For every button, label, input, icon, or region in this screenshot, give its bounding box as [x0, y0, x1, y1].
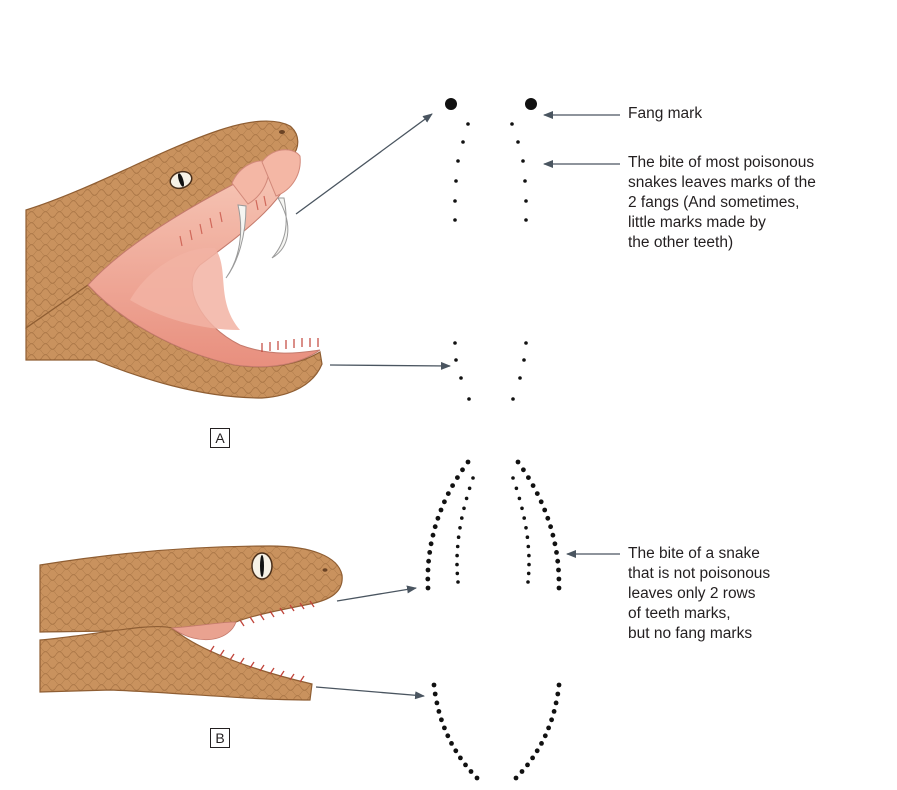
fang-mark-label: Fang mark — [628, 105, 703, 122]
upper-outer-teeth-mark — [427, 550, 433, 555]
upper-outer-teeth-mark — [545, 515, 551, 521]
upper-outer-teeth-mark — [526, 475, 531, 480]
panel-label-b: B — [210, 728, 230, 748]
fang-mark-right — [525, 98, 537, 110]
lower-teeth-mark — [534, 748, 540, 754]
lower-teeth-mark — [445, 733, 451, 739]
upper-inner-teeth-mark — [527, 562, 531, 567]
arrow-fang-to-mark — [295, 113, 433, 215]
lower-teeth-mark — [530, 755, 535, 761]
upper-outer-teeth-mark — [425, 585, 431, 591]
upper-outer-teeth-mark — [530, 483, 536, 488]
upper-outer-teeth-mark — [515, 459, 521, 465]
upper-inner-teeth-mark — [456, 580, 460, 584]
arrow-lower-jaw-b — [315, 686, 425, 700]
fang-mark-left — [445, 98, 457, 110]
upper-outer-teeth-mark — [521, 467, 526, 473]
upper-inner-teeth-mark — [464, 496, 469, 501]
upper-outer-teeth-mark — [556, 567, 561, 573]
upper-outer-teeth-mark — [554, 550, 559, 555]
upper-outer-teeth-mark — [426, 558, 431, 564]
upper-outer-teeth-mark — [534, 491, 540, 496]
upper-inner-teeth-mark — [467, 486, 472, 491]
lower-teeth-mark — [551, 709, 557, 714]
lower-teeth-mark — [556, 682, 562, 688]
upper-inner-teeth-mark — [526, 571, 531, 576]
lower-teeth-mark — [439, 717, 444, 723]
lower-teeth-mark — [555, 691, 561, 697]
upper-outer-teeth-mark — [460, 467, 465, 473]
upper-inner-teeth-mark — [456, 535, 461, 539]
upper-inner-teeth-mark — [471, 476, 475, 480]
lower-teeth-mark — [432, 691, 438, 697]
upper-outer-teeth-mark — [432, 524, 438, 530]
lower-teeth-mark — [434, 700, 440, 706]
lower-teeth-mark — [553, 700, 559, 706]
upper-outer-teeth-mark — [455, 475, 460, 480]
upper-inner-teeth-mark — [455, 553, 459, 558]
lower-teeth-mark — [431, 682, 437, 688]
lower-teeth-mark — [546, 725, 551, 731]
lower-teeth-mark — [542, 733, 548, 739]
upper-outer-teeth-mark — [542, 507, 548, 513]
lower-teeth-mark — [449, 741, 454, 746]
upper-outer-teeth-mark — [550, 532, 556, 538]
upper-outer-teeth-mark — [548, 524, 553, 530]
upper-inner-teeth-mark — [458, 526, 462, 530]
upper-inner-teeth-mark — [520, 506, 524, 511]
upper-inner-teeth-mark — [460, 516, 464, 520]
upper-inner-teeth-mark — [526, 544, 531, 549]
lower-teeth-mark — [463, 762, 468, 768]
upper-outer-teeth-mark — [428, 541, 434, 547]
upper-inner-teeth-mark — [525, 535, 530, 539]
upper-outer-teeth-mark — [430, 532, 436, 538]
panel-label-a: A — [210, 428, 230, 448]
poisonous-bite-description: The bite of most poisonous snakes leaves… — [628, 154, 816, 251]
upper-outer-teeth-mark — [556, 576, 562, 582]
upper-inner-teeth-mark — [514, 486, 519, 491]
upper-outer-teeth-mark — [442, 499, 447, 505]
upper-inner-teeth-mark — [455, 562, 459, 567]
lower-teeth-mark — [442, 725, 447, 731]
nonpoisonous-bite-description: The bite of a snake that is not poisonou… — [628, 545, 771, 642]
lower-teeth-mark — [549, 717, 554, 723]
upper-inner-teeth-mark — [511, 476, 515, 480]
lower-teeth-mark — [458, 755, 463, 761]
upper-inner-teeth-mark — [527, 553, 531, 558]
lower-teeth-mark — [513, 775, 519, 781]
lower-teeth-mark — [525, 762, 530, 768]
lower-teeth-mark — [519, 769, 525, 774]
upper-inner-teeth-mark — [522, 516, 526, 520]
lower-teeth-mark — [468, 769, 474, 774]
upper-inner-teeth-mark — [526, 580, 530, 584]
upper-outer-teeth-mark — [450, 483, 455, 488]
upper-outer-teeth-mark — [425, 576, 431, 582]
upper-outer-teeth-mark — [556, 585, 562, 591]
upper-outer-teeth-mark — [555, 558, 561, 564]
upper-outer-teeth-mark — [552, 541, 558, 547]
upper-outer-teeth-mark — [425, 567, 431, 573]
lower-teeth-mark — [474, 775, 480, 781]
upper-outer-teeth-mark — [538, 499, 544, 505]
lower-teeth-mark — [453, 748, 459, 754]
upper-inner-teeth-mark — [462, 506, 466, 511]
upper-outer-teeth-mark — [445, 491, 451, 496]
upper-inner-teeth-mark — [517, 496, 522, 501]
upper-outer-teeth-mark — [465, 459, 471, 465]
viper-head-open-mouth-icon — [25, 120, 323, 399]
nonvenomous-bite-marks — [425, 459, 562, 781]
upper-outer-teeth-mark — [435, 515, 441, 521]
upper-inner-teeth-mark — [455, 571, 460, 576]
arrow-lower-jaw-a — [329, 361, 451, 370]
upper-inner-teeth-mark — [455, 544, 460, 549]
arrow-upper-jaw-b — [336, 585, 417, 602]
upper-outer-teeth-mark — [438, 507, 444, 513]
venomous-bite-marks — [445, 98, 537, 401]
lower-teeth-mark — [436, 709, 442, 714]
upper-inner-teeth-mark — [524, 526, 528, 530]
nonvenomous-snake-head-icon — [39, 545, 343, 701]
lower-teeth-mark — [539, 741, 544, 746]
